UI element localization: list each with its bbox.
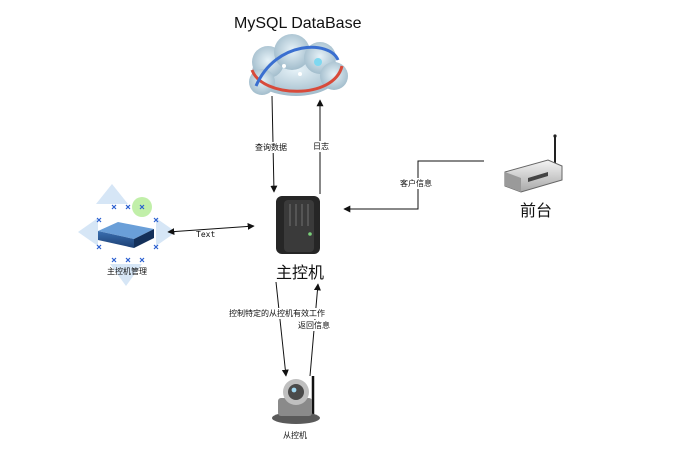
slave-camera-icon[interactable] <box>272 376 320 424</box>
edge-text-label: Text <box>196 230 216 239</box>
slave-label: 从控机 <box>283 431 307 440</box>
edge-query-label: 查询数据 <box>255 142 287 153</box>
edge-log-label: 日志 <box>313 141 329 152</box>
database-cloud-icon[interactable] <box>249 34 348 96</box>
edge-return-label: 返回信息 <box>298 320 330 331</box>
front-desk-router-icon[interactable] <box>504 134 563 193</box>
master-mgmt-server-icon[interactable] <box>78 184 176 286</box>
database-label: MySQL DataBase <box>234 15 362 32</box>
master-label: 主控机 <box>276 263 325 282</box>
edge-customer-info-label: 客户信息 <box>400 178 432 189</box>
front-desk-label: 前台 <box>520 201 553 220</box>
edge-control-label: 控制特定的从控机有效工作 <box>229 308 325 319</box>
master-modem-icon[interactable] <box>276 196 320 254</box>
master-mgmt-label: 主控机管理 <box>107 267 147 276</box>
edge-control[interactable] <box>275 281 289 377</box>
edge-text[interactable] <box>167 222 255 236</box>
